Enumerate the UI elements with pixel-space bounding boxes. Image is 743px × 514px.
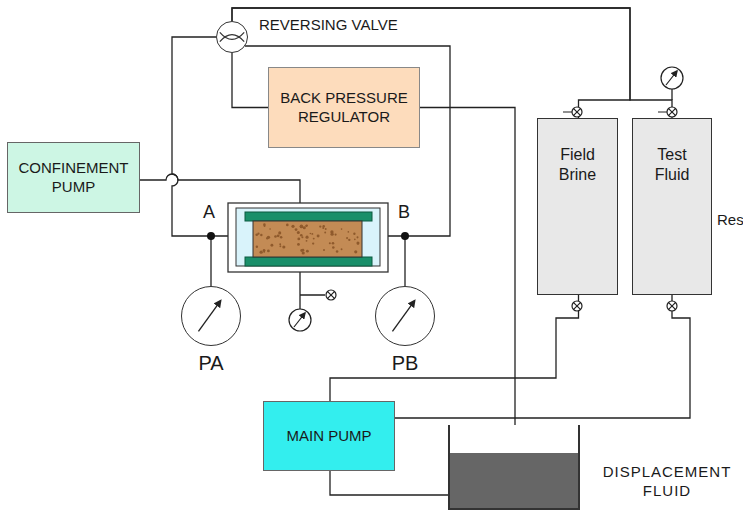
pipe-connector	[330, 295, 579, 401]
core-sample	[253, 221, 362, 257]
gauge-line	[671, 89, 672, 100]
fluid-tank: DISPLACEMENT FLUID	[448, 425, 580, 510]
small-gauge	[289, 309, 311, 331]
junction-dot	[207, 232, 215, 240]
node-label: CONFINEMENT PUMP	[14, 159, 133, 197]
node-heading: PA	[198, 351, 223, 376]
regulator-box: BACK PRESSURE REGULATOR	[268, 67, 420, 148]
core-holder	[228, 203, 388, 272]
pipe-connector	[330, 471, 448, 495]
point-label: Res	[717, 211, 743, 228]
pipe-connector	[232, 53, 268, 108]
vent-line	[300, 272, 325, 309]
gauge-needle	[666, 71, 677, 85]
pressure-gauge: PB	[375, 286, 435, 346]
small-gauge	[661, 67, 683, 89]
pump-box: MAIN PUMP	[263, 401, 395, 471]
node-label: MAIN PUMP	[286, 427, 371, 446]
valve-symbol	[217, 22, 247, 52]
gauge-line	[404, 236, 405, 286]
core-texture	[255, 223, 359, 254]
sleeve	[245, 257, 372, 266]
gauge-line	[210, 236, 211, 286]
pump-box: CONFINEMENT PUMP	[7, 142, 140, 213]
node-label: Field Brine	[550, 145, 606, 185]
pressure-gauge: PA	[181, 286, 241, 346]
fluid-cylinder: Field Brine	[537, 118, 618, 295]
flow-line	[172, 37, 228, 236]
node-heading: DISPLACEMENT FLUID	[598, 463, 736, 501]
node-heading: REVERSING VALVE	[259, 16, 398, 35]
node-label: Test Fluid	[644, 145, 700, 185]
fluid-fill	[450, 453, 578, 508]
sleeve	[245, 212, 372, 221]
reversing-valve: REVERSING VALVE	[216, 21, 248, 53]
holder-end-caps	[236, 208, 380, 266]
fluid-cylinder: Test Fluid	[632, 118, 712, 295]
gauge-needle	[294, 313, 305, 327]
node-heading: PB	[392, 351, 419, 376]
pipe-connector	[395, 295, 690, 418]
node-label: BACK PRESSURE REGULATOR	[275, 89, 413, 127]
junction-dot	[401, 232, 409, 240]
point-label: B	[398, 202, 410, 223]
point-label: A	[203, 202, 215, 223]
confinement-line	[140, 174, 300, 203]
gauge-needle	[182, 287, 240, 345]
gauge-needle	[376, 287, 434, 345]
